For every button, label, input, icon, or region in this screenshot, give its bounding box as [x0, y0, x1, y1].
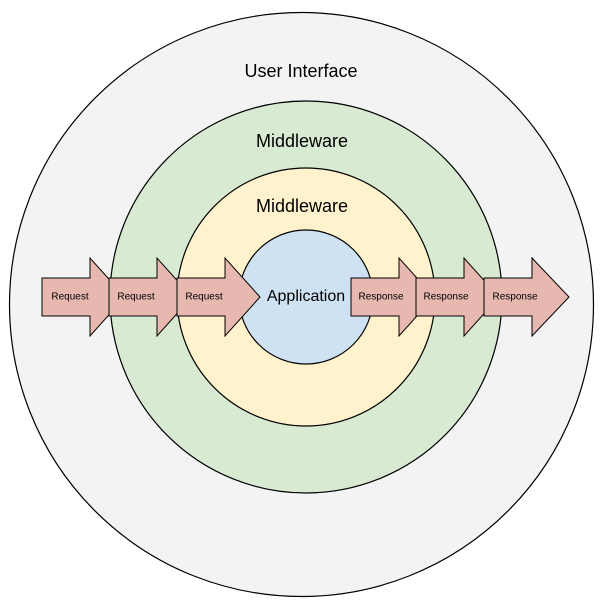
response-arrow-shape	[483, 256, 570, 338]
request-arrow-label: Request	[51, 292, 88, 303]
request-arrow-shape	[176, 256, 261, 338]
outer-middleware-label: Middleware	[256, 131, 348, 151]
response-arrow-shape	[415, 256, 500, 338]
request-arrow-label: Request	[117, 292, 154, 303]
request-arrow-label: Request	[185, 292, 222, 303]
request-arrows: Request Request Request	[41, 256, 261, 338]
response-arrow-label: Response	[358, 292, 403, 303]
response-arrows: Response Response Response	[350, 256, 570, 338]
response-arrow-label: Response	[492, 292, 537, 303]
application-label: Application	[267, 288, 345, 305]
request-arrow-shape	[108, 256, 193, 338]
user-interface-label: User Interface	[244, 61, 357, 81]
inner-middleware-label: Middleware	[256, 196, 348, 216]
request-arrow-shape	[41, 256, 126, 338]
response-arrow-label: Response	[423, 292, 468, 303]
